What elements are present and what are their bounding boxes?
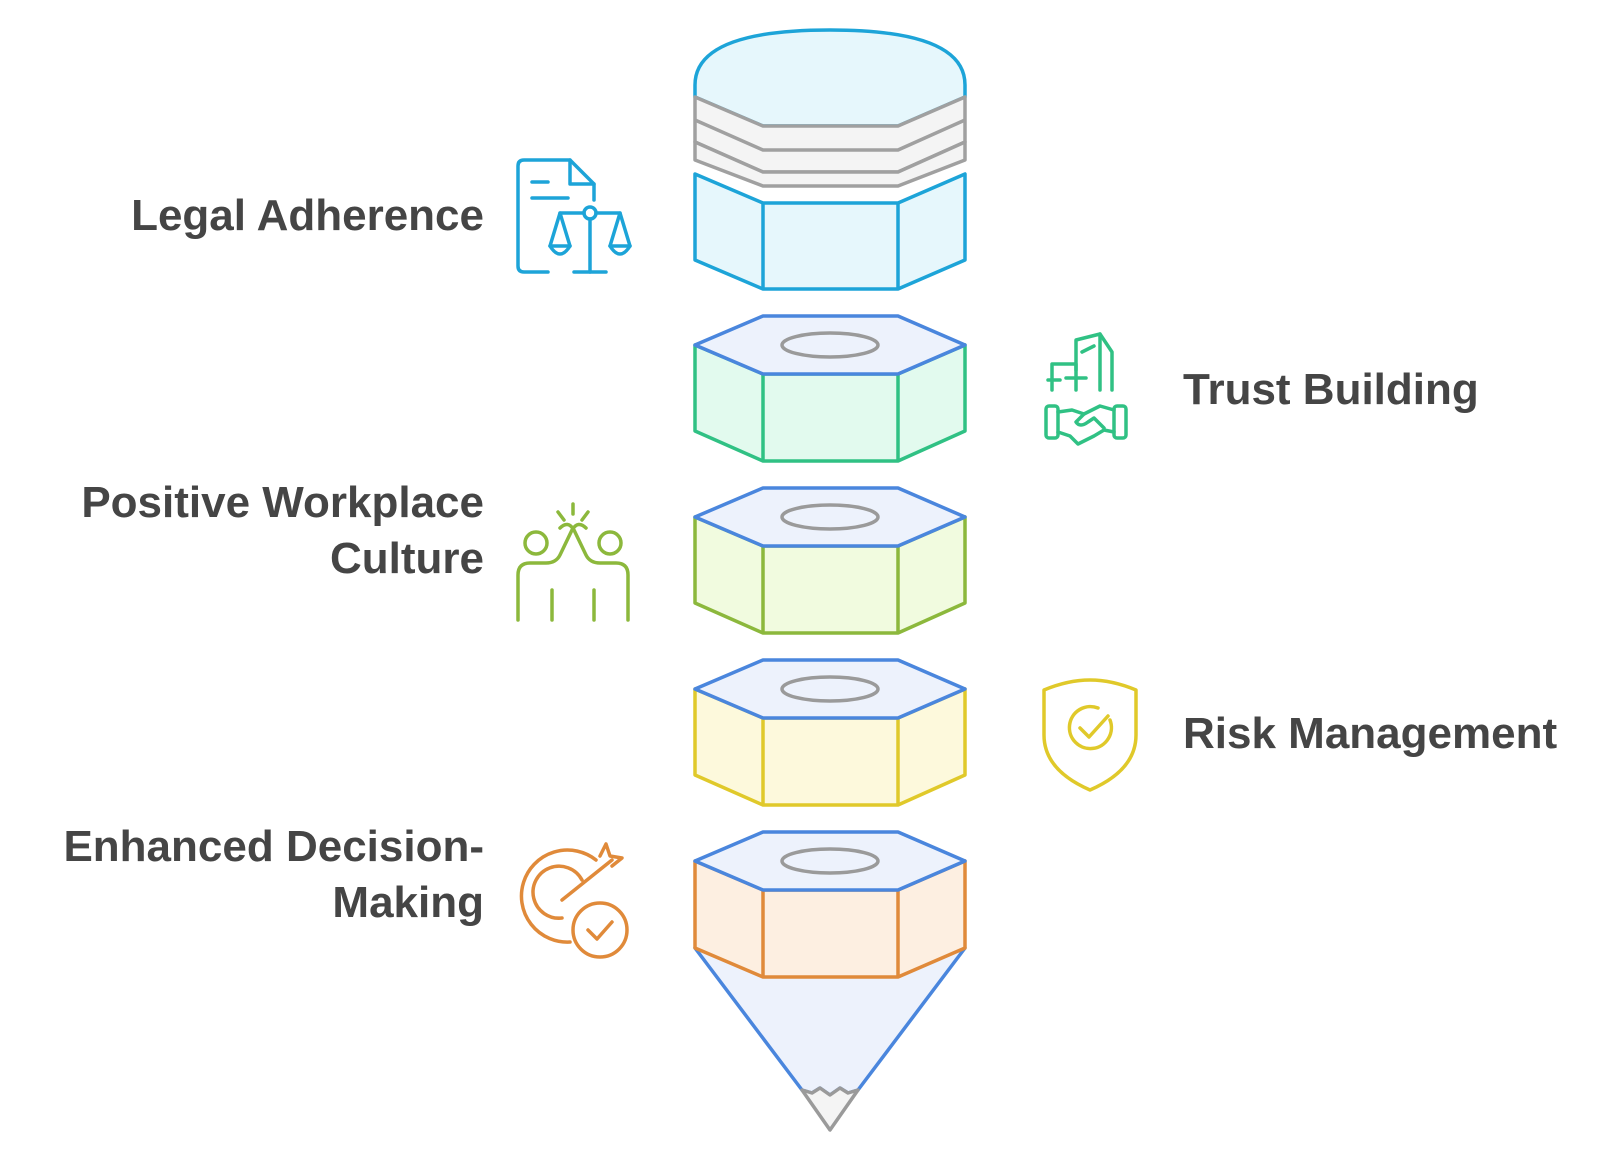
legal-document-scales-icon <box>516 158 632 274</box>
target-arrow-check-icon <box>519 842 629 959</box>
label-line: Risk Management <box>1183 709 1558 758</box>
label-line: Trust Building <box>1183 365 1479 414</box>
label-line: Culture <box>330 534 484 583</box>
label-line: Legal Adherence <box>131 191 484 240</box>
label-line: Making <box>332 878 484 927</box>
pencil-segment-positive-workplace-culture <box>693 486 967 635</box>
pencil-segment-enhanced-decision-making <box>693 830 967 979</box>
label-enhanced-decision-making: Enhanced Decision- Making <box>63 819 484 931</box>
pencil-tip <box>693 946 967 1132</box>
pencil-eraser-top <box>693 28 967 291</box>
pencil-segment-trust-building <box>693 314 967 463</box>
label-positive-workplace-culture: Positive Workplace Culture <box>81 475 484 587</box>
pencil-segment-risk-management <box>693 658 967 807</box>
handshake-buildings-icon <box>1044 332 1128 446</box>
label-line: Enhanced Decision- <box>63 822 484 871</box>
shield-check-icon <box>1042 678 1138 792</box>
high-five-people-icon <box>516 502 630 622</box>
label-trust-building: Trust Building <box>1183 362 1479 418</box>
label-risk-management: Risk Management <box>1183 706 1557 762</box>
label-legal-adherence: Legal Adherence <box>131 188 484 244</box>
label-line: Positive Workplace <box>81 478 484 527</box>
